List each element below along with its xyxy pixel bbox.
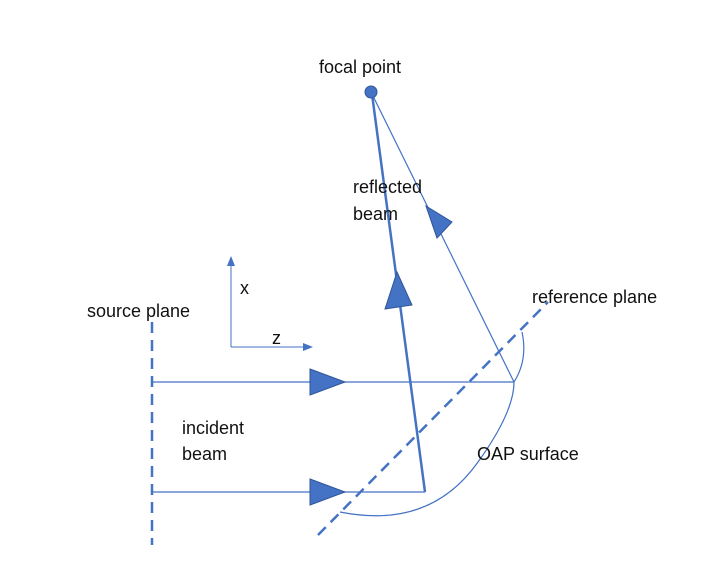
source-plane-label: source plane bbox=[87, 301, 190, 321]
incident-arrow-upper bbox=[309, 368, 347, 396]
focal-point-label: focal point bbox=[319, 57, 401, 77]
incident-beam-label-line2: beam bbox=[182, 444, 227, 464]
reflected-arrow-thick bbox=[384, 270, 413, 310]
reflected-beam-thin bbox=[371, 93, 515, 383]
x-axis-arrowhead bbox=[227, 256, 235, 266]
x-axis-label: x bbox=[240, 278, 249, 298]
oap-surface-label: OAP surface bbox=[477, 444, 579, 464]
reflected-beam-label-line1: reflected bbox=[353, 177, 422, 197]
focal-point-dot bbox=[364, 85, 378, 99]
z-axis-label: z bbox=[272, 328, 281, 348]
oap-surface-arc bbox=[339, 331, 525, 517]
reference-plane-label: reference plane bbox=[532, 287, 657, 307]
z-axis-arrowhead bbox=[303, 343, 313, 351]
reference-plane-line bbox=[317, 301, 549, 536]
incident-arrow-lower bbox=[309, 478, 347, 506]
reflected-arrow-thin bbox=[425, 204, 453, 239]
incident-beam-label-line1: incident bbox=[182, 418, 244, 438]
reflected-beam-label-line2: beam bbox=[353, 204, 398, 224]
